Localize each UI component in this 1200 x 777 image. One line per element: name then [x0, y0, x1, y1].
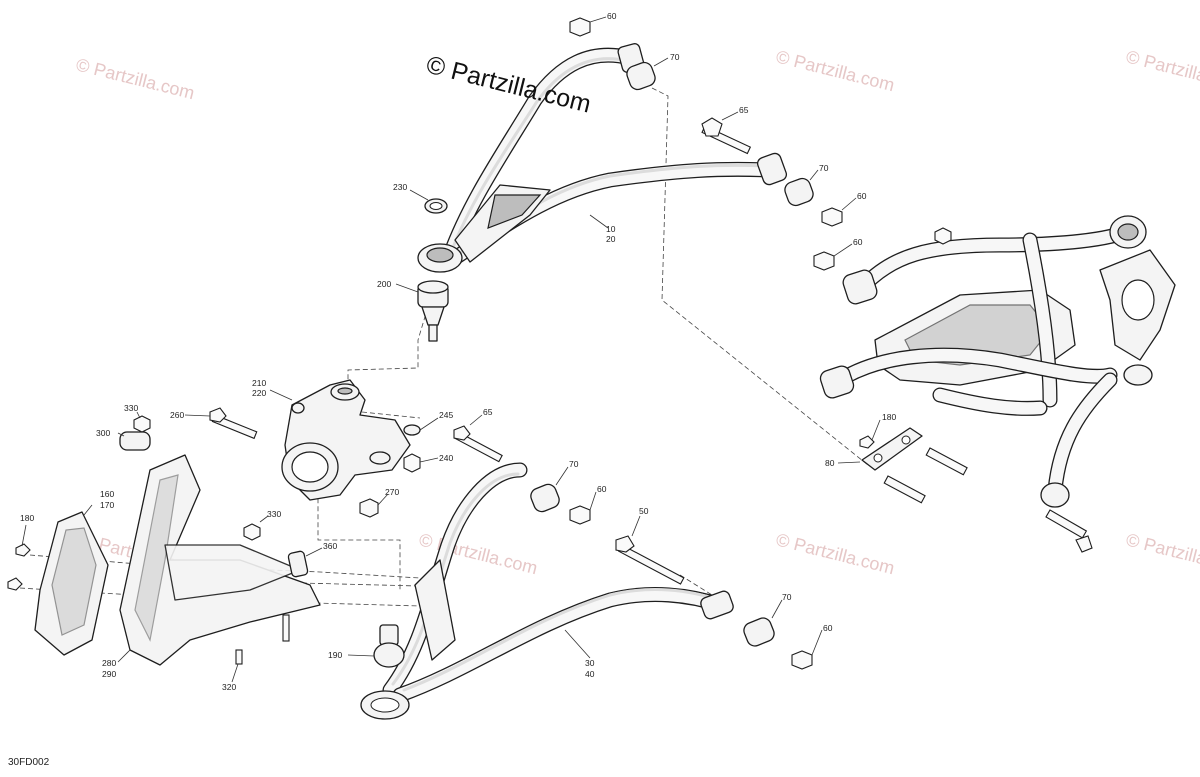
callout-70: 70	[670, 52, 680, 62]
callout-260: 260	[170, 410, 184, 420]
callout-65: 65	[483, 407, 493, 417]
ball-joint-190	[373, 624, 405, 668]
bushing-70-mid	[784, 177, 814, 207]
watermark: © Partzilla.com	[1124, 46, 1200, 95]
guard-plates	[7, 415, 321, 666]
guard-160-170	[34, 511, 109, 656]
nut-60-mid	[821, 207, 843, 227]
watermark: © Partzilla.com	[74, 54, 197, 103]
callout-10: 10	[606, 224, 616, 234]
callout-20: 20	[606, 234, 616, 244]
callout-330: 330	[267, 509, 281, 519]
bolt-320	[235, 649, 243, 665]
callout-50: 50	[639, 506, 649, 516]
callout-190: 190	[328, 650, 342, 660]
callout-65: 65	[739, 105, 749, 115]
lower-a-arm	[360, 462, 734, 720]
diagram-code: 30FD002	[8, 757, 50, 768]
nut-60-right	[813, 251, 835, 271]
nut-60-bot	[791, 650, 813, 670]
callout-180: 180	[882, 412, 896, 422]
callout-330: 330	[124, 403, 138, 413]
nut-270	[359, 498, 379, 518]
bushing-70-bot	[743, 617, 775, 647]
callout-200: 200	[377, 279, 391, 289]
nut-60-top	[569, 17, 591, 37]
callout-70: 70	[569, 459, 579, 469]
callout-230: 230	[393, 182, 407, 192]
callout-290: 290	[102, 669, 116, 679]
callout-220: 220	[252, 388, 266, 398]
upper-arm-hardware	[424, 17, 843, 271]
nut-assembled-top	[934, 227, 952, 245]
callout-30: 30	[585, 658, 595, 668]
watermark: © Partzilla.com	[774, 46, 897, 95]
ball-joint-200	[417, 280, 449, 342]
callout-60: 60	[597, 484, 607, 494]
watermark: © Partzilla.com	[1124, 529, 1200, 578]
nut-240	[403, 453, 421, 473]
link-plate-80	[859, 427, 968, 504]
callout-60: 60	[607, 11, 617, 21]
callout-60: 60	[823, 623, 833, 633]
bushing-70-low	[530, 483, 560, 513]
bolt-330-top	[133, 415, 151, 433]
callout-360: 360	[323, 541, 337, 551]
steering-knuckle	[281, 379, 411, 501]
bolt-180-right	[859, 435, 875, 449]
callout-300: 300	[96, 428, 110, 438]
callout-80: 80	[825, 458, 835, 468]
washer-245	[403, 424, 421, 436]
lower-arm-hardware	[373, 535, 813, 670]
bolt-50	[617, 544, 685, 585]
callout-170: 170	[100, 500, 114, 510]
leader-lines	[21, 16, 881, 683]
callout-270: 270	[385, 487, 399, 497]
callout-245: 245	[439, 410, 453, 420]
callout-60: 60	[853, 237, 863, 247]
callout-70: 70	[819, 163, 829, 173]
callout-labels: 60 70 65 70 60 60 230 10 20 200 210 220 …	[20, 11, 896, 692]
callout-280: 280	[102, 658, 116, 668]
callout-40: 40	[585, 669, 595, 679]
callout-70: 70	[782, 592, 792, 602]
callout-240: 240	[439, 453, 453, 463]
callout-210: 210	[252, 378, 266, 388]
callout-180: 180	[20, 513, 34, 523]
spacer-360	[287, 550, 309, 578]
knuckle-hardware	[209, 407, 591, 525]
callout-320: 320	[222, 682, 236, 692]
watermark: © Partzilla.com	[774, 529, 897, 578]
nut-60-low	[569, 505, 591, 525]
callout-160: 160	[100, 489, 114, 499]
bolt-330-mid	[243, 523, 261, 541]
bolt-180-left	[15, 543, 31, 557]
assembled-suspension-view	[819, 215, 1176, 553]
callout-60: 60	[857, 191, 867, 201]
bushing-70-top	[626, 61, 656, 91]
clamp-300	[119, 431, 151, 451]
upper-a-arm	[417, 43, 788, 273]
